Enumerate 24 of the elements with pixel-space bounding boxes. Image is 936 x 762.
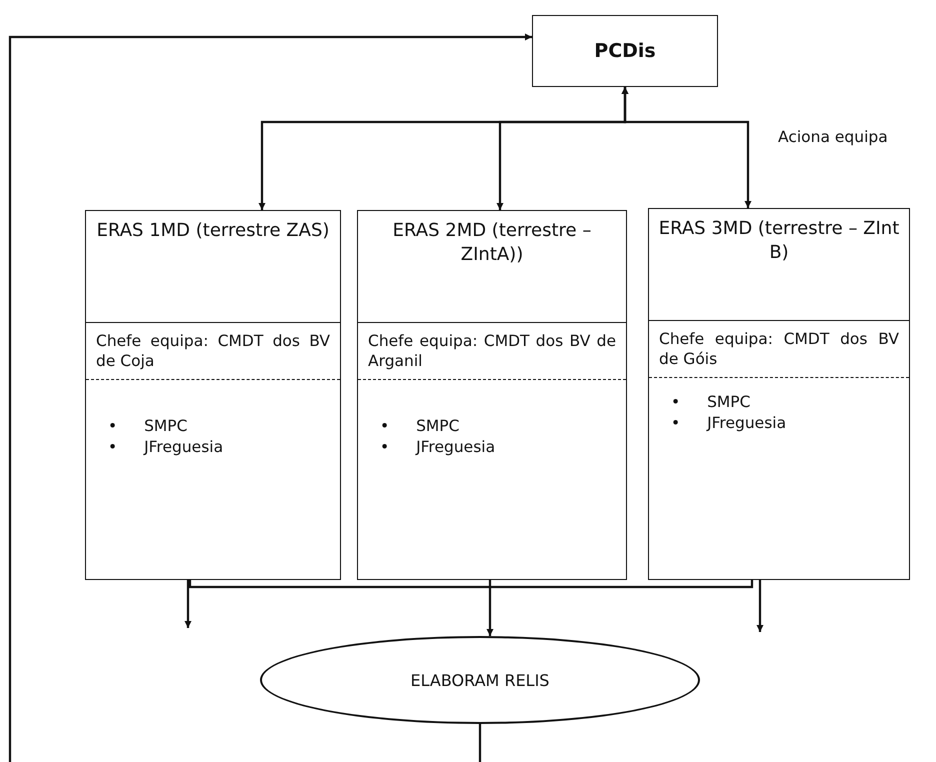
note-text: Aciona equipa xyxy=(778,128,888,146)
arrow xyxy=(184,580,192,628)
team-box xyxy=(357,210,627,580)
process-box xyxy=(532,15,718,87)
arrow xyxy=(756,580,764,632)
bullet-item: • SMPC xyxy=(671,392,750,414)
box-title: ERAS 1MD (terrestre ZAS) xyxy=(96,220,330,241)
node-label: PCDis xyxy=(594,40,656,62)
team-leader-text: Chefe equipa: CMDT dos BV de Góis xyxy=(659,330,899,368)
box-title: ERAS 2MD (terrestre – ZIntA)) xyxy=(392,220,592,266)
bullet-item: • SMPC xyxy=(380,416,460,438)
bullet-item: • JFreguesia xyxy=(380,437,496,458)
bullet-item: • JFreguesia xyxy=(671,413,786,434)
bullet-item: • SMPC xyxy=(108,416,188,438)
team-box xyxy=(85,210,341,580)
node-label: ELABORAM RELIS xyxy=(410,670,550,690)
arrow xyxy=(622,87,752,208)
box-title: ERAS 3MD (terrestre – ZInt B) xyxy=(658,218,900,264)
bullet-item: • JFreguesia xyxy=(108,437,224,458)
arrow xyxy=(486,580,494,636)
team-leader-text: Chefe equipa: CMDT dos BV de Coja xyxy=(96,332,330,370)
team-box xyxy=(648,208,910,580)
arrow xyxy=(8,34,532,762)
team-leader-text: Chefe equipa: CMDT dos BV de Arganil xyxy=(368,332,616,370)
